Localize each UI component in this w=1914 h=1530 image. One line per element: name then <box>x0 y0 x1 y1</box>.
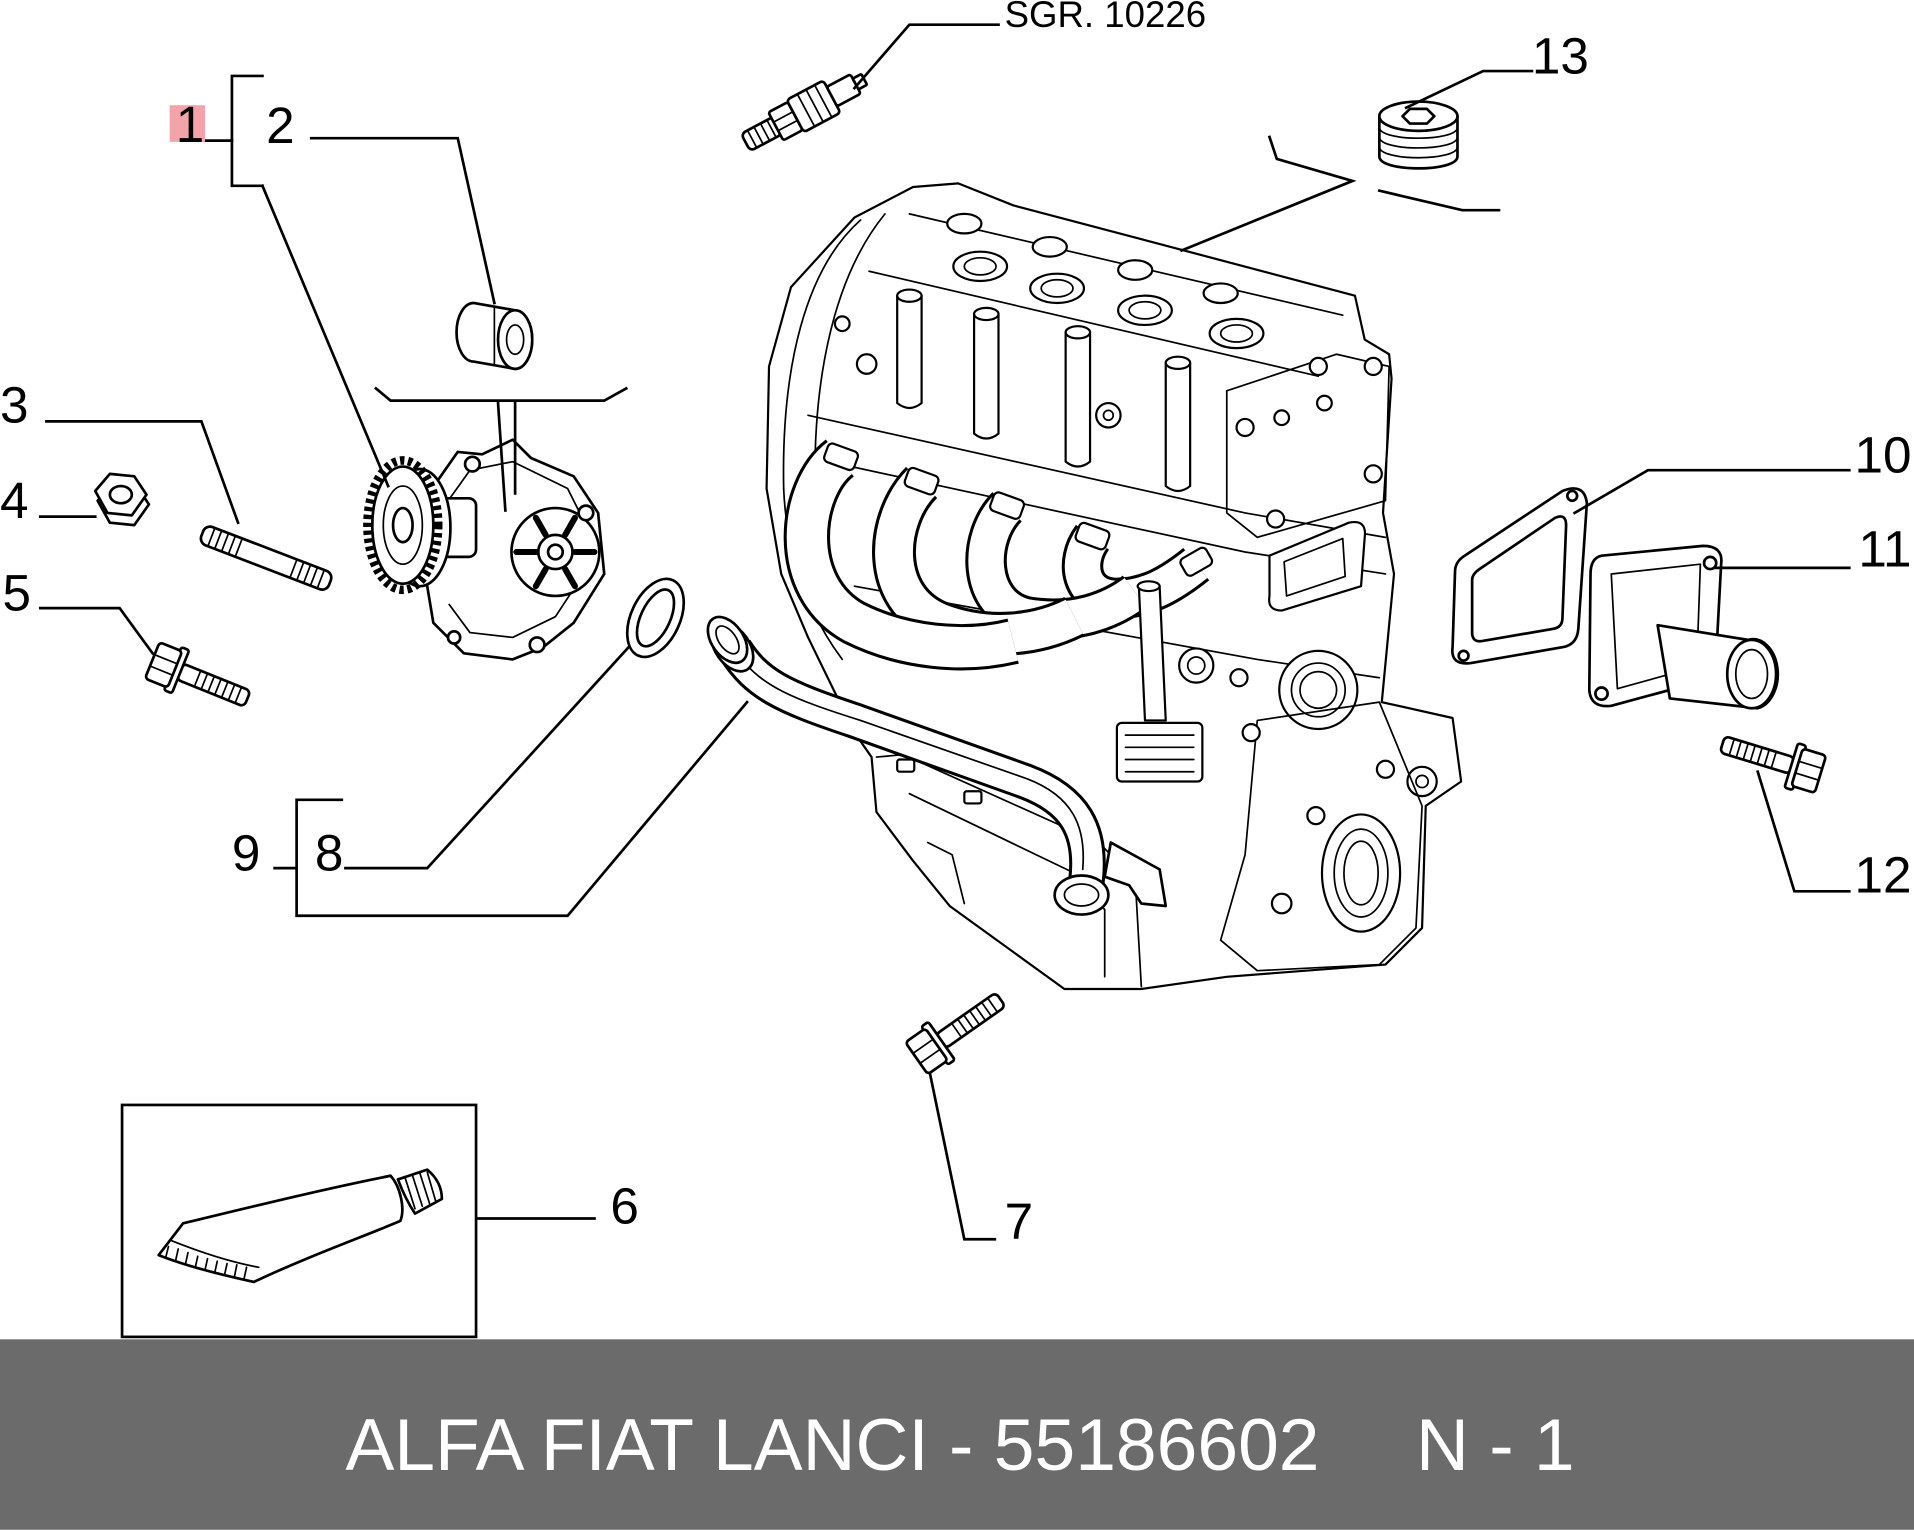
housing-bolt <box>1719 736 1827 794</box>
callout-5: 5 <box>2 565 31 622</box>
callout-1-highlight <box>169 105 206 142</box>
bracket-1 <box>230 74 264 188</box>
callout-3: 3 <box>0 377 29 434</box>
engine-block <box>765 182 1463 991</box>
callout-13: 13 <box>1532 27 1589 84</box>
footer-code: N - 1 <box>1416 1404 1575 1486</box>
leader-3 <box>45 420 240 525</box>
pump-section-lines <box>374 386 629 512</box>
leader-10 <box>1572 468 1851 515</box>
coolant-pipe <box>706 615 1168 916</box>
bracket-9 <box>273 700 749 918</box>
leader-8 <box>344 645 631 870</box>
thermostat-gasket <box>1451 487 1589 665</box>
intake-manifold <box>783 439 1214 671</box>
water-pump <box>363 438 606 661</box>
leader-5 <box>38 606 155 656</box>
plane-indicator <box>1179 135 1501 253</box>
leader-2 <box>309 136 496 305</box>
callout-6: 6 <box>610 1177 639 1234</box>
reference-label: SGR. 10226 <box>1005 0 1206 35</box>
leader-12 <box>1756 770 1851 893</box>
leader-1 <box>203 139 390 488</box>
footer-title: ALFA FIAT LANCI - 55186602 <box>345 1404 1319 1486</box>
leader-lines <box>38 23 1851 1241</box>
leader-7 <box>928 1072 997 1241</box>
callout-4: 4 <box>0 472 29 529</box>
pump-sleeve <box>455 301 534 371</box>
callout-8: 8 <box>315 825 344 882</box>
leader-13 <box>1404 69 1534 110</box>
pipe-gasket <box>625 577 686 659</box>
callout-7: 7 <box>1005 1193 1034 1250</box>
callout-9: 9 <box>232 825 261 882</box>
thermostat-housing <box>1587 544 1780 710</box>
temperature-sensor <box>741 73 868 151</box>
sealant-tube <box>157 1168 444 1284</box>
stud <box>199 525 333 591</box>
footer-bar: ALFA FIAT LANCI - 55186602 N - 1 <box>0 1339 1914 1530</box>
footer-background <box>0 1339 1914 1530</box>
callout-10: 10 <box>1855 427 1912 484</box>
flange-bolt <box>144 642 251 707</box>
callout-11: 11 <box>1858 521 1911 578</box>
nut <box>93 472 151 527</box>
callout-12: 12 <box>1855 847 1912 904</box>
threaded-plug <box>1378 100 1459 170</box>
leader-reference <box>852 23 1000 91</box>
callout-2: 2 <box>266 97 295 154</box>
sealant-box <box>120 1103 478 1339</box>
bolt <box>905 993 1005 1075</box>
callout-1: 1 <box>176 96 205 153</box>
